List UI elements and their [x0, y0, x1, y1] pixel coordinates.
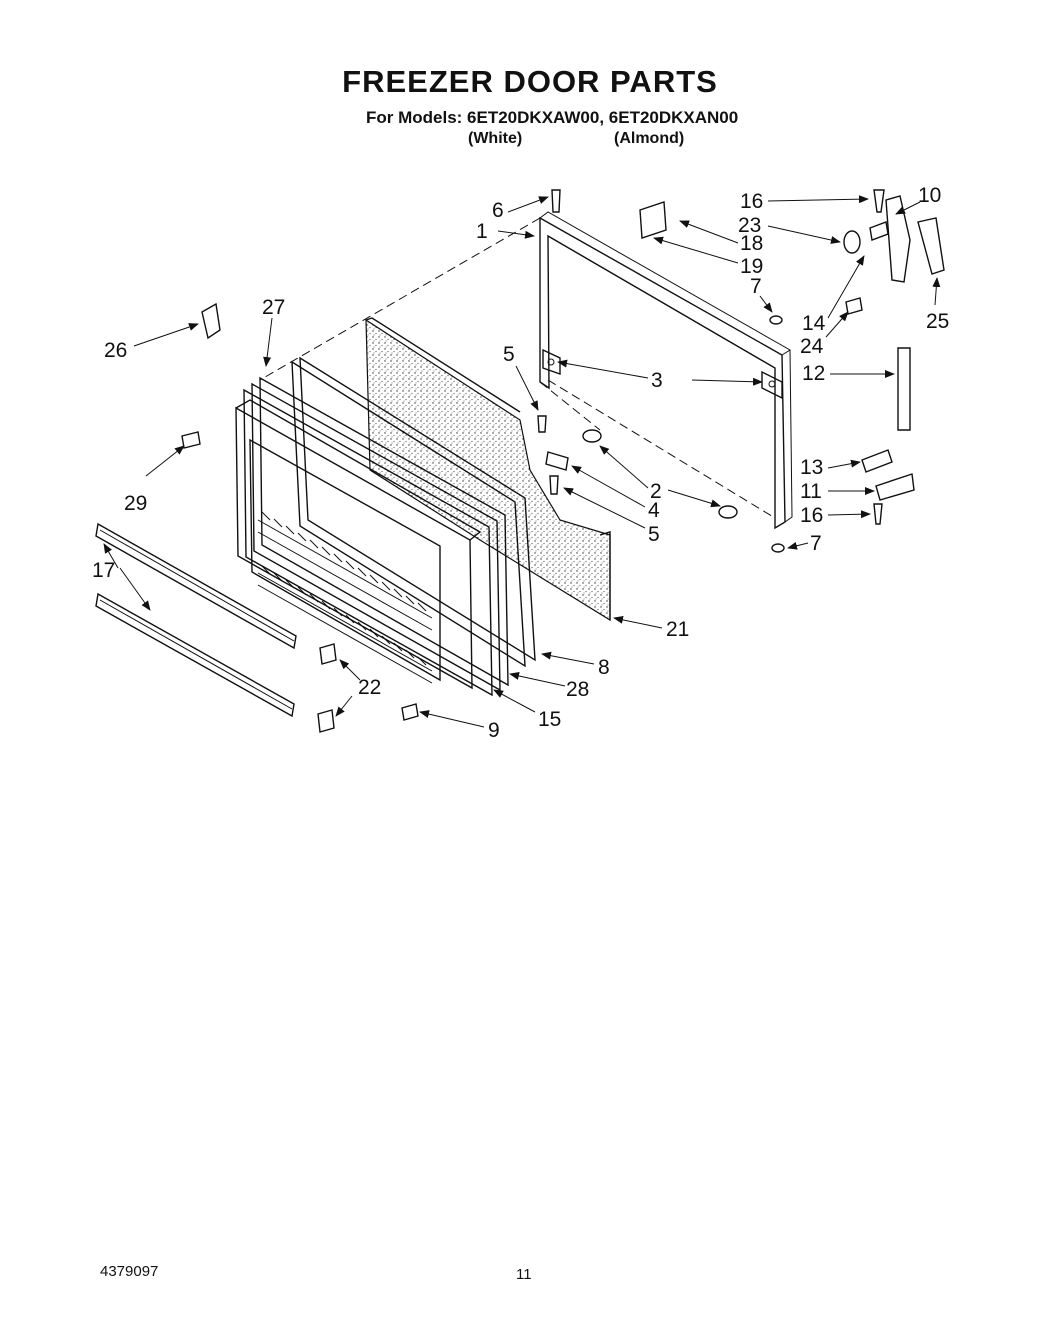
label-part-9: 9 [488, 719, 500, 742]
models-line: For Models: 6ET20DKXAW00, 6ET20DKXAN00 [366, 108, 739, 127]
hinge-bracket-right [761, 370, 783, 400]
label-part-14: 14 [802, 312, 826, 335]
hinge-bracket-left [542, 348, 561, 375]
fasteners [181, 189, 885, 721]
trim-strip-lower [95, 592, 295, 718]
label-part-5-upper: 5 [503, 343, 515, 366]
variant-white: (White) [468, 130, 523, 147]
label-part-10: 10 [918, 184, 941, 207]
label-part-6: 6 [492, 199, 504, 222]
page-number: 11 [516, 1266, 532, 1283]
label-part-7-lower: 7 [810, 532, 822, 555]
door-liner-frames [243, 356, 536, 697]
label-part-13: 13 [800, 456, 823, 479]
label-part-7-upper: 7 [750, 275, 762, 298]
label-part-16-upper: 16 [740, 190, 763, 213]
part-number-labels: 1 2 3 4 5 5 6 7 7 8 9 10 11 12 13 14 15 … [92, 184, 949, 742]
leader-lines [103, 195, 941, 728]
label-part-1: 1 [476, 220, 488, 243]
label-part-24: 24 [800, 335, 824, 358]
label-part-5-lower: 5 [648, 523, 660, 546]
label-part-28: 28 [566, 678, 589, 701]
label-part-21: 21 [666, 618, 689, 641]
label-part-27: 27 [262, 296, 285, 319]
label-part-26: 26 [104, 339, 127, 362]
label-part-4: 4 [648, 499, 660, 522]
label-part-19: 19 [740, 255, 763, 278]
hinge-hardware [201, 195, 945, 501]
label-part-16-lower: 16 [800, 504, 823, 527]
trim-strip-upper [95, 522, 297, 650]
label-part-8: 8 [598, 656, 610, 679]
variant-almond: (Almond) [614, 130, 685, 147]
page-title: FREEZER DOOR PARTS [342, 64, 718, 99]
end-caps [317, 643, 337, 733]
label-part-17: 17 [92, 559, 115, 582]
outer-door-panel [259, 211, 793, 530]
label-part-12: 12 [802, 362, 825, 385]
label-part-3: 3 [651, 369, 663, 392]
label-part-15: 15 [538, 708, 561, 731]
label-part-11: 11 [800, 480, 822, 503]
inner-door-liner [235, 399, 482, 690]
document-number: 4379097 [100, 1263, 159, 1280]
label-part-2: 2 [650, 480, 662, 503]
label-part-22: 22 [358, 676, 381, 699]
label-part-23: 23 [738, 214, 761, 237]
foam-insulation [365, 317, 611, 622]
label-part-18: 18 [740, 232, 763, 255]
label-part-25: 25 [926, 310, 949, 333]
label-part-29: 29 [124, 492, 147, 515]
